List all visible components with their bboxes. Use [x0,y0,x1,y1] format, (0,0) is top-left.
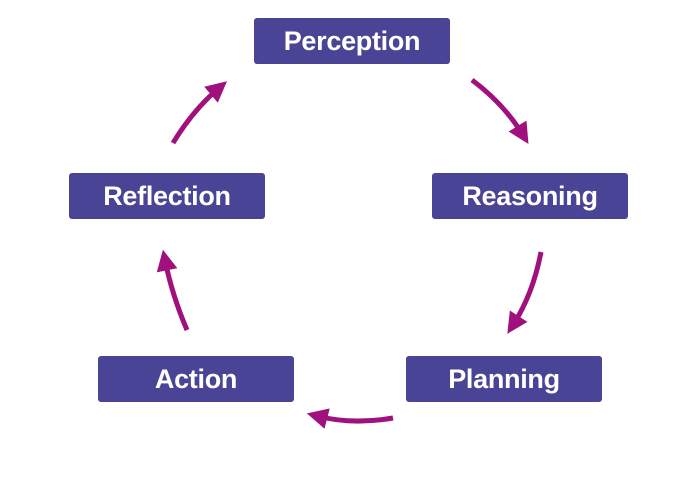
node-action: Action [98,356,294,402]
node-reasoning-label: Reasoning [462,180,598,211]
node-planning-label: Planning [448,363,560,394]
arrow-action-to-reflection [156,249,190,331]
arrow-perception-to-reasoning [470,78,529,144]
node-reflection: Reflection [69,173,265,219]
arrow-reflection-to-perception [170,81,228,145]
node-reasoning: Reasoning [432,173,628,219]
node-planning: Planning [406,356,602,402]
node-reflection-label: Reflection [103,180,231,211]
node-perception-label: Perception [283,25,421,56]
node-action-label: Action [154,363,238,394]
arrow-reasoning-to-planning [507,251,544,334]
arrow-planning-to-action [306,408,394,429]
node-perception: Perception [254,18,450,64]
